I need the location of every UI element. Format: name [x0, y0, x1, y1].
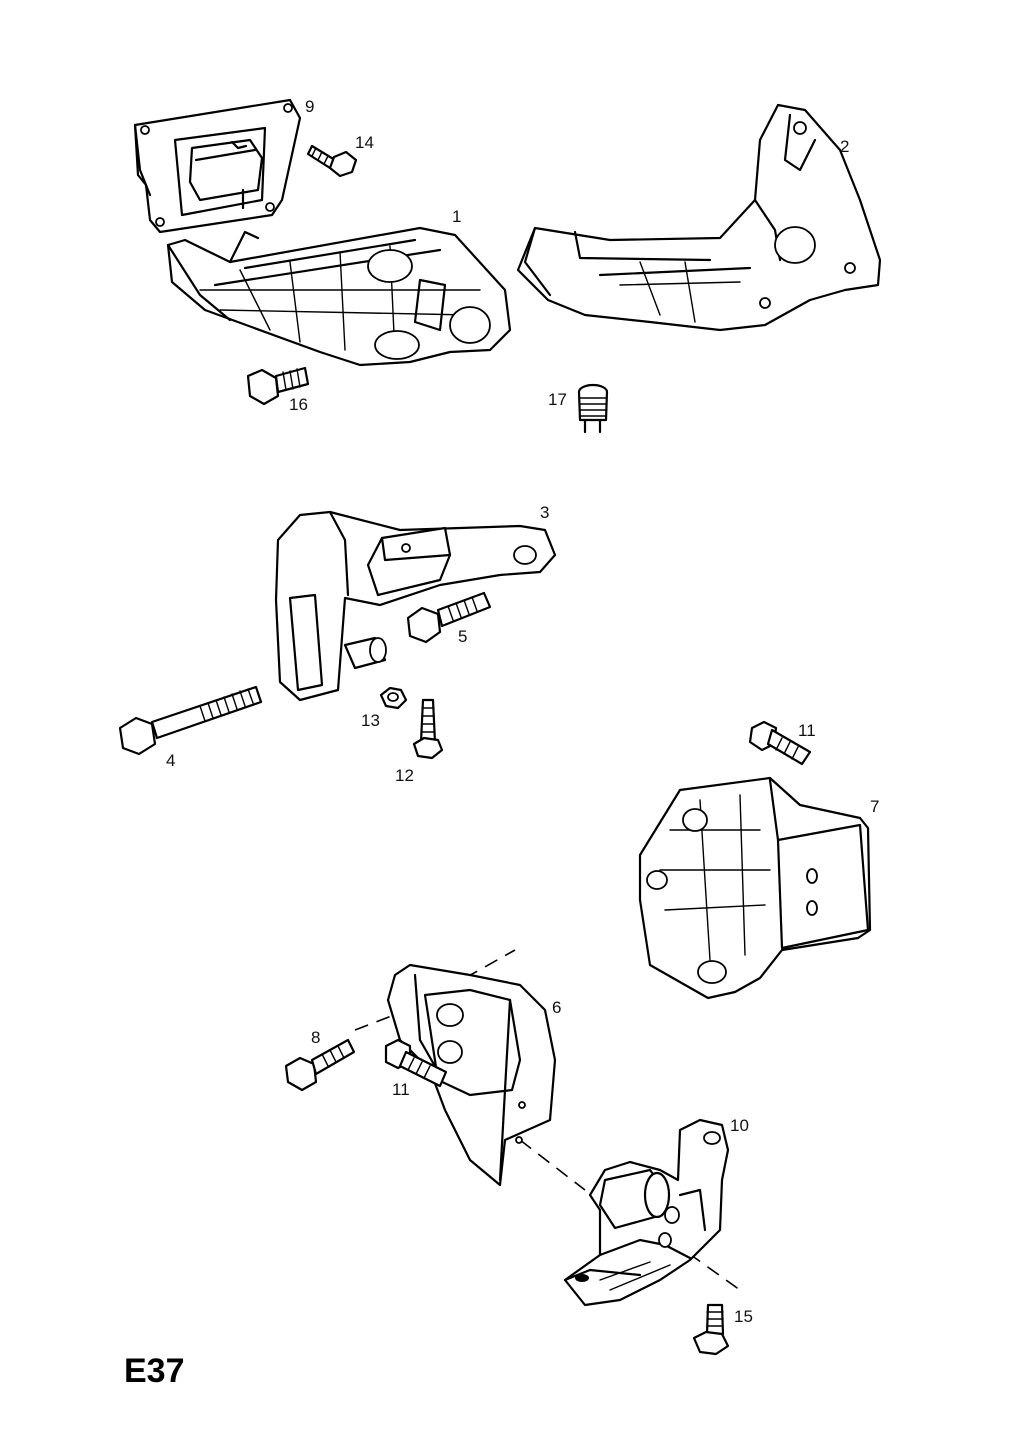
label-13: 13	[361, 711, 380, 730]
label-15: 15	[734, 1307, 753, 1326]
label-9: 9	[305, 97, 314, 116]
part-4-long-bolt	[118, 685, 263, 756]
part-13-nut	[379, 686, 408, 710]
label-17: 17	[548, 390, 567, 409]
label-8: 8	[311, 1028, 320, 1047]
part-5-bolt	[406, 591, 492, 644]
part-14-bolt	[306, 144, 358, 178]
label-6: 6	[552, 998, 561, 1017]
alignment-line-6-to-10	[519, 1139, 586, 1191]
part-17-threaded-insert	[577, 383, 609, 434]
label-4: 4	[166, 751, 175, 770]
part-11-bolt-lower	[384, 1038, 448, 1088]
label-11-lower: 11	[392, 1080, 410, 1099]
label-7: 7	[870, 797, 879, 816]
label-3: 3	[540, 503, 549, 522]
label-16: 16	[289, 395, 308, 414]
label-11-upper: 11	[798, 721, 816, 740]
part-15-bolt	[692, 1303, 730, 1356]
part-10-engine-mount	[563, 1118, 730, 1307]
label-14: 14	[355, 133, 374, 152]
part-16-bolt	[246, 366, 310, 406]
part-11-bolt-upper	[748, 720, 812, 766]
part-7-bracket	[638, 776, 872, 1000]
part-12-bolt	[412, 698, 444, 760]
label-2: 2	[840, 137, 849, 156]
label-12: 12	[395, 766, 414, 785]
alignment-line-10	[669, 1239, 741, 1291]
part-9-mount-plate	[133, 98, 302, 234]
part-1-engine-bracket	[166, 226, 512, 367]
diagram-code: E37	[124, 1352, 185, 1390]
label-10: 10	[730, 1116, 749, 1135]
label-1: 1	[452, 207, 461, 226]
label-5: 5	[458, 627, 467, 646]
part-2-transmission-bracket	[516, 103, 882, 332]
part-8-bolt	[284, 1038, 356, 1092]
part-6-bracket-plate	[386, 963, 557, 1187]
alignment-line-6-top	[464, 949, 516, 979]
part-3-mount-bracket	[274, 510, 557, 702]
